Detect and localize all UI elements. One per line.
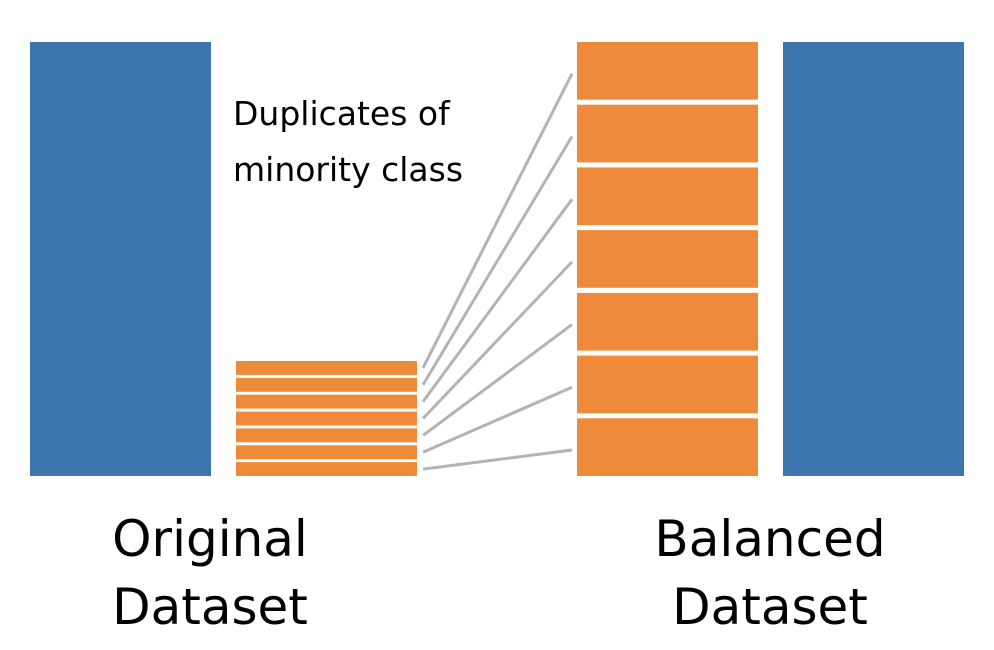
connector-line	[422, 323, 573, 437]
balanced-minority-stack	[577, 42, 758, 476]
original-minority-stripe	[236, 411, 417, 426]
original-minority-stripe	[236, 377, 417, 392]
connector-line	[421, 198, 574, 403]
balanced-label-line-1: Balanced	[654, 510, 886, 568]
connector-line	[421, 73, 574, 369]
balanced-label-line-2: Dataset	[672, 578, 868, 636]
original-minority-stripe	[236, 361, 417, 375]
balanced-majority-bar	[783, 42, 964, 476]
annotation-line-2: minority class	[233, 150, 464, 189]
original-label-line-1: Original	[112, 510, 308, 568]
balanced-minority-block	[577, 292, 758, 351]
balanced-dataset-label: Balanced Dataset	[610, 505, 930, 641]
original-minority-stack	[236, 361, 417, 476]
connector-line	[421, 135, 574, 386]
original-minority-stripe	[236, 428, 417, 443]
duplicate-connector-lines	[421, 73, 574, 471]
original-minority-stripe	[236, 394, 417, 409]
original-majority-bar	[30, 42, 211, 476]
original-label-line-2: Dataset	[112, 578, 308, 636]
original-minority-stripe	[236, 445, 417, 460]
annotation-line-1: Duplicates of	[233, 94, 450, 133]
balanced-minority-block	[577, 230, 758, 288]
balanced-minority-block	[577, 167, 758, 226]
connector-line	[421, 260, 574, 420]
balanced-minority-block	[577, 418, 758, 476]
duplicates-annotation: Duplicates of minority class	[233, 86, 463, 198]
connector-line	[422, 448, 573, 471]
original-dataset-label: Original Dataset	[60, 505, 360, 641]
balanced-minority-block	[577, 42, 758, 100]
original-minority-stripe	[236, 462, 417, 476]
connector-line	[422, 385, 573, 454]
balanced-minority-block	[577, 355, 758, 414]
balanced-minority-block	[577, 104, 758, 163]
